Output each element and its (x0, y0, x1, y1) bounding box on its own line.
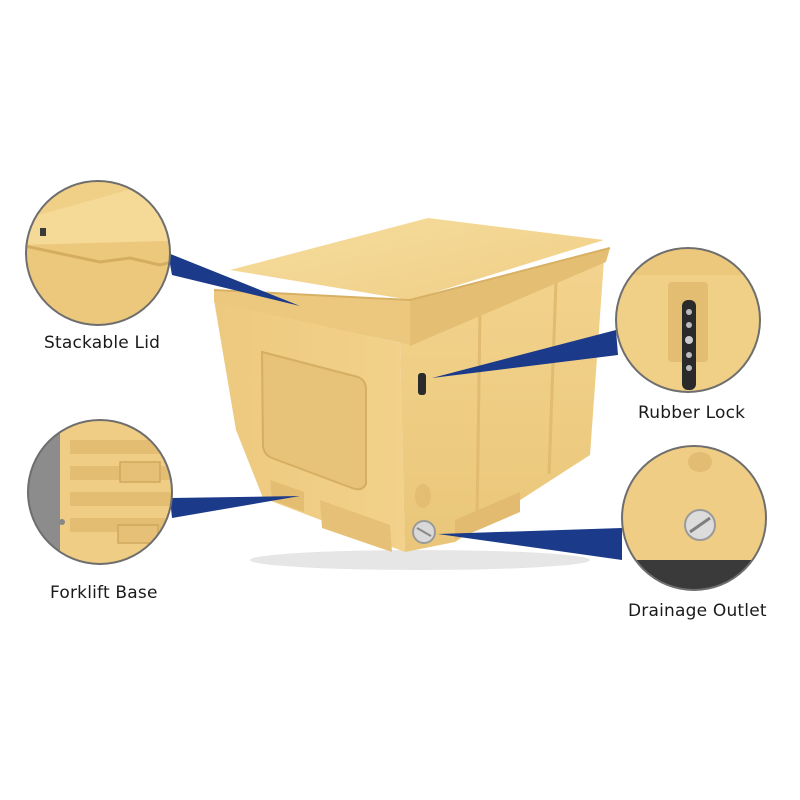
front-recess (415, 484, 431, 508)
base-foot (455, 492, 520, 540)
lid-front-edge (410, 248, 610, 346)
callout-circle-drain (621, 445, 767, 591)
callout-circle-base (27, 419, 173, 565)
callout-circle-lid (25, 180, 171, 326)
lid-left-edge (214, 290, 410, 345)
lid-rim-line (213, 247, 611, 302)
lock-latch (418, 373, 426, 395)
side-panel (260, 350, 367, 491)
base-foot (270, 480, 304, 512)
callout-circle-lock (615, 247, 761, 393)
lid-top (230, 218, 604, 300)
base-foot (320, 500, 392, 552)
cooler-box (213, 218, 611, 552)
label-stackable-lid: Stackable Lid (44, 333, 161, 353)
label-forklift-base: Forklift Base (50, 583, 158, 603)
pointer-lid (168, 253, 300, 306)
pointer-lock (432, 330, 618, 378)
label-rubber-lock: Rubber Lock (638, 403, 746, 423)
front-rib (547, 281, 558, 475)
front-rib (475, 311, 482, 521)
pointer-drain (438, 528, 622, 560)
floor-shadow (250, 550, 590, 570)
pointer-base (170, 496, 300, 518)
drain-slot (416, 527, 432, 537)
label-drainage-outlet: Drainage Outlet (628, 601, 767, 621)
